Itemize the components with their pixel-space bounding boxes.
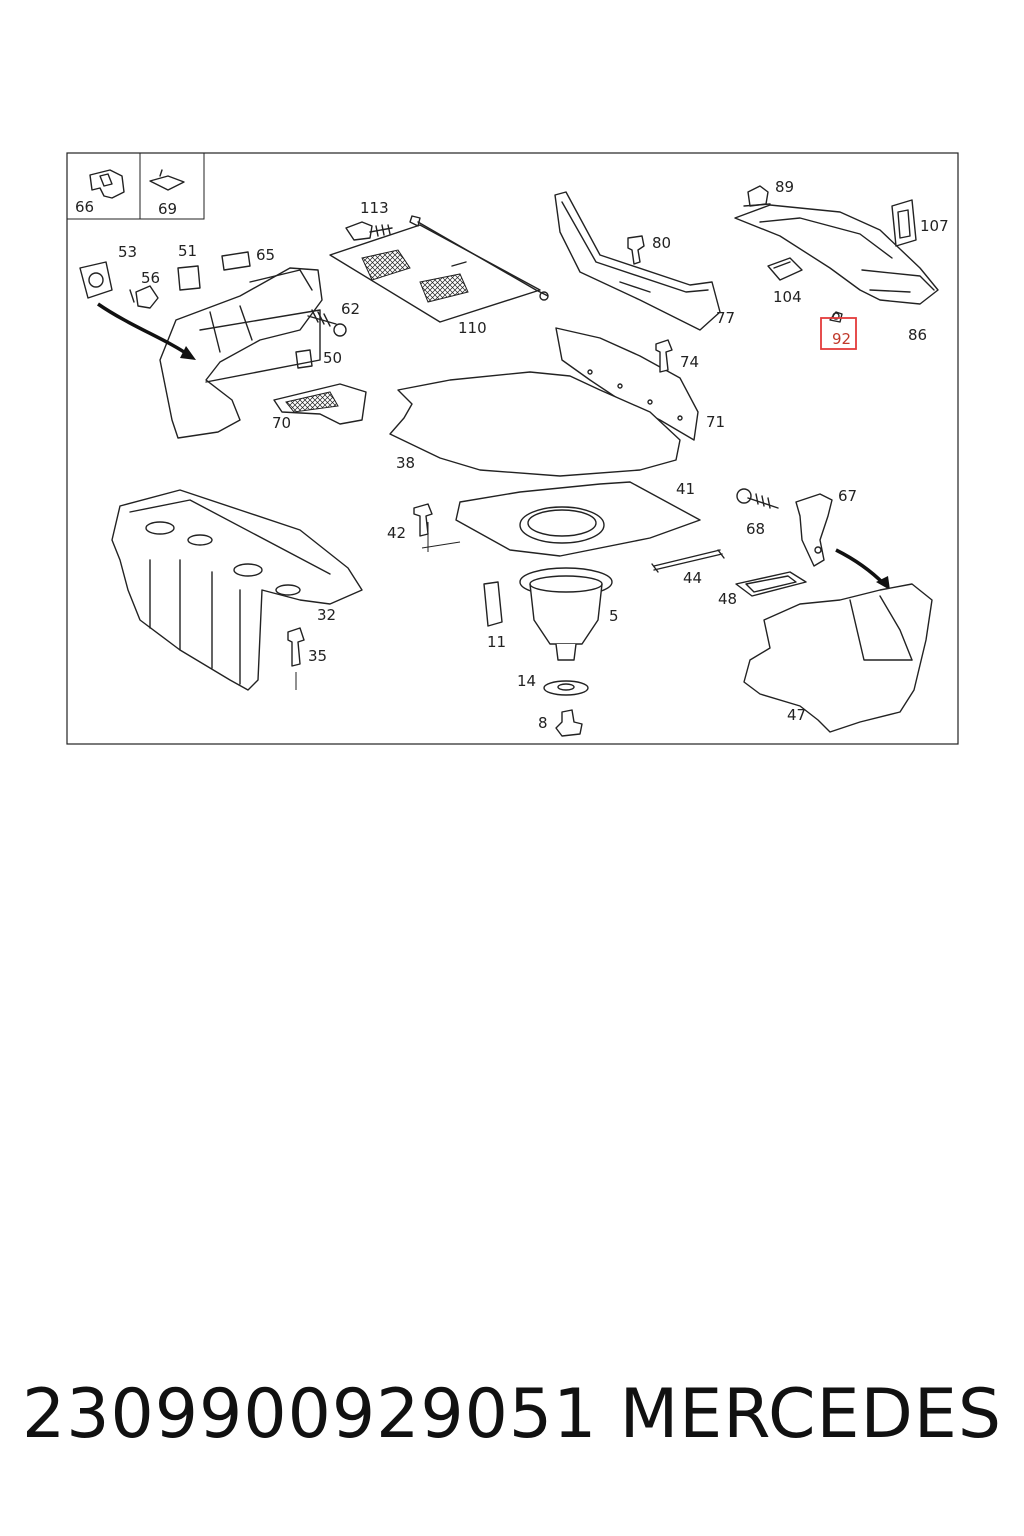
callout-5[interactable]: 5 bbox=[609, 607, 619, 625]
callout-110[interactable]: 110 bbox=[458, 319, 487, 337]
part-62[interactable] bbox=[307, 309, 347, 337]
parts-diagram: 66 69 53 51 65 56 62 50 70 113 110 80 77… bbox=[66, 152, 959, 745]
part-67[interactable] bbox=[795, 493, 833, 567]
part-53[interactable] bbox=[79, 261, 113, 299]
callout-8[interactable]: 8 bbox=[538, 714, 548, 732]
diagram-frame bbox=[66, 152, 959, 745]
part-80[interactable] bbox=[627, 235, 645, 265]
part-38[interactable] bbox=[389, 371, 681, 477]
part-14[interactable] bbox=[543, 680, 589, 696]
highlight-box-92 bbox=[820, 317, 857, 350]
part-71[interactable] bbox=[555, 327, 699, 441]
brand-name: MERCEDES bbox=[619, 1375, 1002, 1454]
footer: 2309900929051 MERCEDES bbox=[0, 1375, 1024, 1475]
part-51[interactable] bbox=[177, 265, 201, 291]
callout-104[interactable]: 104 bbox=[773, 288, 802, 306]
callout-labels: 66 69 53 51 65 56 62 50 70 113 110 80 77… bbox=[75, 178, 949, 732]
part-74[interactable] bbox=[655, 339, 673, 373]
part-32[interactable] bbox=[111, 489, 363, 691]
part-48[interactable] bbox=[735, 571, 807, 597]
part-107[interactable] bbox=[891, 199, 917, 247]
part-69[interactable] bbox=[149, 169, 185, 191]
part-8[interactable] bbox=[555, 709, 583, 737]
part-42[interactable] bbox=[413, 503, 461, 549]
callout-113[interactable]: 113 bbox=[360, 199, 389, 217]
part-number: 2309900929051 bbox=[22, 1375, 598, 1454]
part-50[interactable] bbox=[159, 267, 323, 439]
callout-50[interactable]: 50 bbox=[323, 349, 342, 367]
part-110[interactable] bbox=[329, 215, 549, 323]
leader-lines bbox=[295, 522, 429, 690]
arrowhead-right bbox=[876, 576, 890, 590]
part-70[interactable] bbox=[273, 383, 367, 425]
callout-47[interactable]: 47 bbox=[787, 706, 806, 724]
part-11[interactable] bbox=[483, 581, 503, 627]
callout-42[interactable]: 42 bbox=[387, 524, 406, 542]
callout-71[interactable]: 71 bbox=[706, 413, 725, 431]
callout-92[interactable]: 92 bbox=[832, 330, 851, 348]
callout-69[interactable]: 69 bbox=[158, 200, 177, 218]
callout-65[interactable]: 65 bbox=[256, 246, 275, 264]
callout-89[interactable]: 89 bbox=[775, 178, 794, 196]
inset-box-69 bbox=[139, 152, 205, 220]
part-92[interactable] bbox=[829, 311, 843, 323]
callout-70[interactable]: 70 bbox=[272, 414, 291, 432]
callout-68[interactable]: 68 bbox=[746, 520, 765, 538]
callout-44[interactable]: 44 bbox=[683, 569, 702, 587]
callout-51[interactable]: 51 bbox=[178, 242, 197, 260]
callout-35[interactable]: 35 bbox=[308, 647, 327, 665]
part-47[interactable] bbox=[743, 583, 933, 733]
part-5[interactable] bbox=[519, 567, 613, 661]
part-77[interactable] bbox=[554, 191, 721, 331]
arrowhead-left bbox=[180, 346, 196, 360]
callout-48[interactable]: 48 bbox=[718, 590, 737, 608]
callout-80[interactable]: 80 bbox=[652, 234, 671, 252]
callout-53[interactable]: 53 bbox=[118, 243, 137, 261]
callout-74[interactable]: 74 bbox=[680, 353, 699, 371]
part-104[interactable] bbox=[767, 257, 803, 281]
callout-67[interactable]: 67 bbox=[838, 487, 857, 505]
callout-56[interactable]: 56 bbox=[141, 269, 160, 287]
callout-77[interactable]: 77 bbox=[716, 309, 735, 327]
callout-62[interactable]: 62 bbox=[341, 300, 360, 318]
callout-11[interactable]: 11 bbox=[487, 633, 506, 651]
part-44[interactable] bbox=[651, 549, 725, 573]
part-86[interactable] bbox=[734, 204, 939, 305]
callout-32[interactable]: 32 bbox=[317, 606, 336, 624]
part-89[interactable] bbox=[743, 185, 771, 207]
callout-66[interactable]: 66 bbox=[75, 198, 94, 216]
arrow-left bbox=[97, 302, 192, 358]
callout-86[interactable]: 86 bbox=[908, 326, 927, 344]
arrow-right bbox=[835, 548, 886, 586]
part-41[interactable] bbox=[455, 481, 701, 557]
part-65[interactable] bbox=[221, 251, 251, 271]
callout-41[interactable]: 41 bbox=[676, 480, 695, 498]
part-66[interactable] bbox=[89, 169, 125, 199]
part-35[interactable] bbox=[287, 627, 305, 667]
callout-14[interactable]: 14 bbox=[517, 672, 536, 690]
callout-107[interactable]: 107 bbox=[920, 217, 949, 235]
part-113[interactable] bbox=[345, 221, 393, 241]
part-68[interactable] bbox=[736, 488, 779, 509]
callout-38[interactable]: 38 bbox=[396, 454, 415, 472]
part-56[interactable] bbox=[129, 285, 159, 309]
